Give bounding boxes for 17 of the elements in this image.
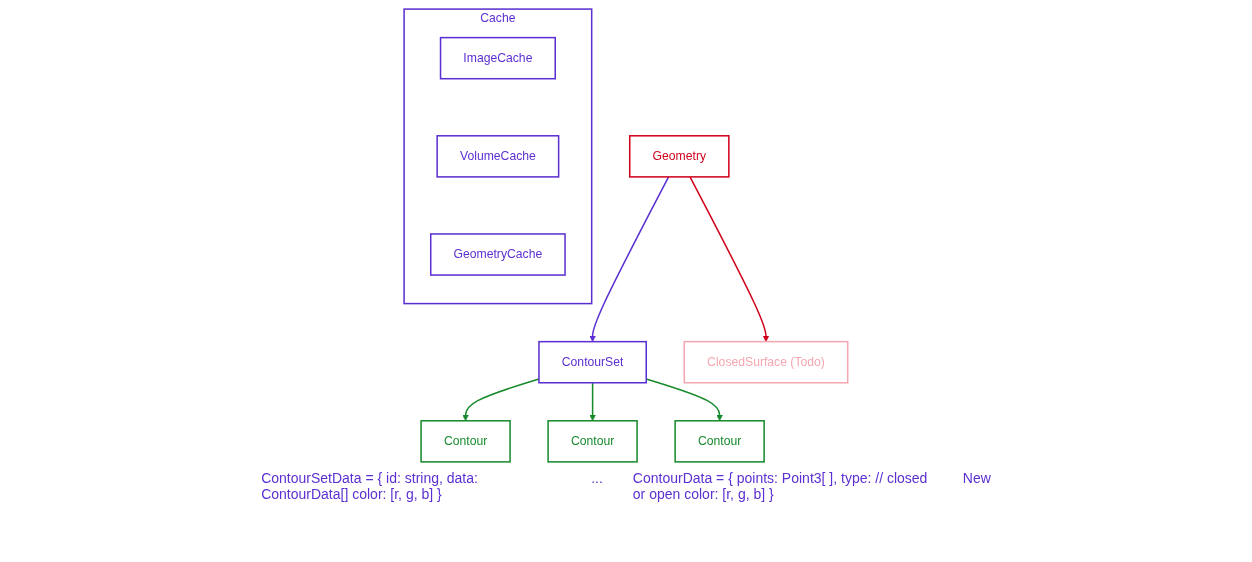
note-text: New [962, 470, 991, 488]
note-text: ContourData = { points: Point3[ ], type: // closed or open color: [r, g, b] } [632, 470, 929, 502]
node-box: VolumeCache [436, 134, 560, 178]
arrow [462, 377, 540, 421]
node-box: GeometryCache [430, 232, 566, 276]
node-box: ClosedSurface (Todo) [683, 340, 849, 383]
arrow [689, 175, 770, 342]
node-box: Contour [674, 419, 765, 463]
node-box: Contour [420, 419, 511, 463]
arrow [589, 381, 597, 421]
node-box: Geometry [629, 134, 730, 178]
node-box: ImageCache [439, 36, 557, 79]
node-box: ContourSet [538, 340, 648, 383]
arrow [589, 175, 670, 342]
note-text: ContourSetData = { id: string, data: ContourData[] color: [r, g, b] } [261, 470, 479, 502]
note-text: ... [591, 470, 603, 488]
node-box: Contour [547, 419, 638, 463]
